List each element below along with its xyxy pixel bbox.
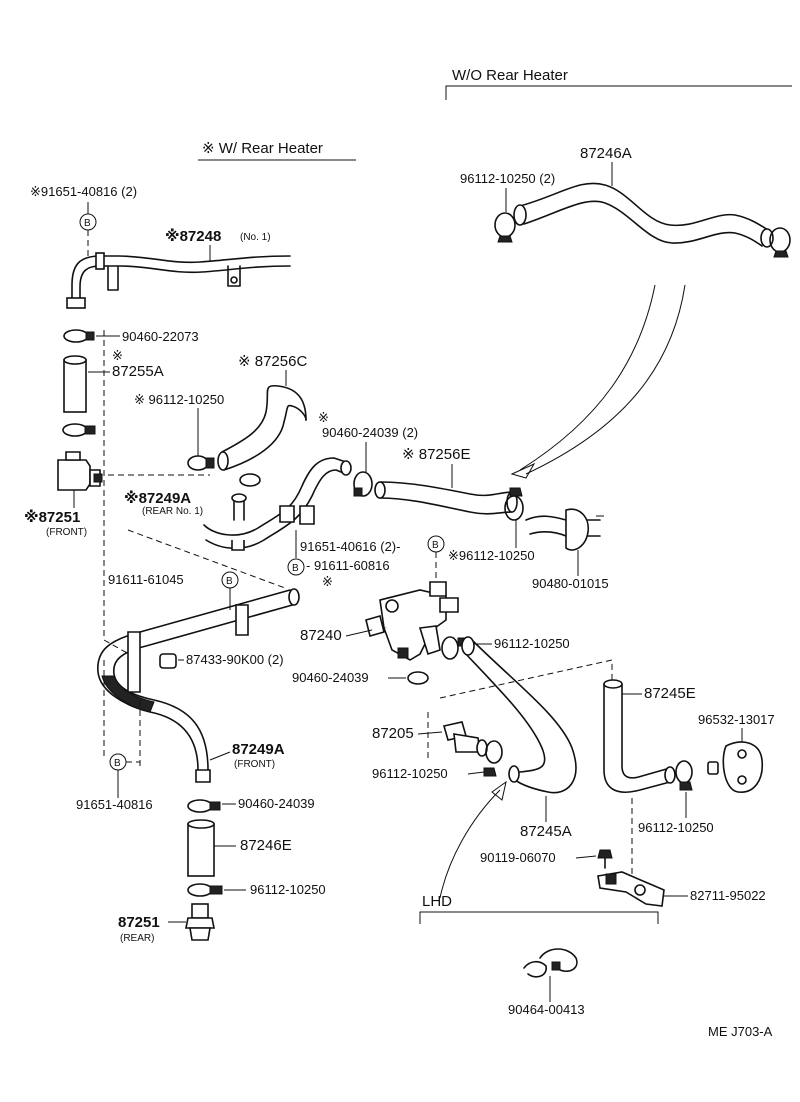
bracket-82711-95022 [597,871,665,907]
clamp-96112-10250-a [187,455,215,471]
label-91651-40816-2: ※91651-40816 (2) [30,184,137,199]
label-87249a-front-note: (FRONT) [234,759,275,770]
svg-text:B: B [84,218,91,229]
clamp-90460-24039 [407,671,429,685]
label-96112-10250-f: 96112-10250 [250,882,326,897]
clamp-96112-10250-d [483,740,503,777]
label-96532-13017: 96532-13017 [698,712,775,727]
svg-text:B: B [292,563,299,574]
clamp-90460-22073 [63,329,95,343]
label-87248: ※87248 [165,227,221,245]
label-91611-star: ※ [322,574,333,589]
pipe-87249a-front [97,588,300,783]
arrow-wo-1 [519,284,656,471]
hose-87256e [374,481,518,515]
label-87256c: ※ 87256C [238,353,307,370]
svg-text:B: B [226,576,233,587]
badge-b-mid: B [427,535,445,553]
clamp-90464-00413 [523,948,578,978]
clamp-96112-10250-top-left [494,212,516,243]
grommet-87433 [159,653,177,669]
label-87256e: ※ 87256E [402,446,470,463]
label-90464-00413: 90464-00413 [508,1002,585,1017]
arrow-wo-2 [525,284,686,475]
label-87433: 87433-90K00 (2) [186,652,284,667]
valve-87240 [365,581,459,661]
grommet-96532-13017 [707,741,763,793]
header-w-rear-heater: ※ W/ Rear Heater [202,140,323,157]
fitting-87251-front [57,451,103,491]
fitting-87251-rear [185,903,215,941]
badge-b-top: B [79,213,97,231]
label-96112-10250-b: ※96112-10250 [448,548,535,563]
clamp-90460-24039-b [187,799,221,813]
clamp-96112-10250-f [187,883,223,897]
label-96112-10250-c: 96112-10250 [494,636,570,651]
arrow-lhd [439,789,501,899]
label-82711-95022: 82711-95022 [690,888,766,903]
label-87246e: 87246E [240,837,292,854]
label-87249a-rear-note: (REAR No. 1) [142,506,203,517]
label-96112-10250-d: 96112-10250 [372,766,448,781]
hose-87255a [63,355,87,413]
label-90460-24039-2: 90460-24039 (2) [322,425,418,440]
label-91651-40616-2: 91651-40616 (2)- [300,539,400,554]
badge-b-bottom: B [109,753,127,771]
reference-code: ME J703-A [708,1024,773,1039]
hose-87246e [187,819,215,877]
header-lhd: LHD [422,893,452,910]
bracket-wo-rear-heater [445,85,792,100]
label-90460-24039: 90460-24039 [292,670,369,685]
label-87205: 87205 [372,725,414,742]
clamp-96112-10250-e [675,760,693,791]
label-96112-10250-2: 96112-10250 (2) [460,171,555,186]
badge-b-91611: B [287,558,305,576]
clamp-96112-10250-b [504,487,524,521]
label-91651-40816: 91651-40816 [76,797,153,812]
grommet-90480-01015 [525,508,604,551]
label-87245e: 87245E [644,685,696,702]
label-90460-star: ※ [318,410,329,425]
pipe-87248 [66,252,291,309]
clamp-87256c-lower [239,473,261,487]
hose-87256c [217,384,307,471]
hose-87245a [461,636,577,794]
bracket-lhd [419,911,659,924]
label-87246a: 87246A [580,145,632,162]
hose-87245e [603,679,676,794]
label-87249a-rear: ※87249A [124,489,191,507]
label-87255a-star: ※ [112,348,123,363]
badge-b-61045: B [221,571,239,589]
label-90460-22073: 90460-22073 [122,329,199,344]
label-96112-10250-e: 96112-10250 [638,820,714,835]
label-87255a: 87255A [112,363,164,380]
label-87240: 87240 [300,627,342,644]
clamp-96112-10250-top-right [769,227,791,258]
valve-87205 [442,721,488,757]
label-91611-61045: 91611-61045 [108,572,184,587]
header-wo-rear-heater: W/O Rear Heater [452,67,568,84]
label-87245a: 87245A [520,823,572,840]
svg-text:B: B [432,540,439,551]
label-87248-note: (No. 1) [240,232,271,243]
pipe-87249a-rear [203,457,352,551]
clamp-lower-87255a [62,423,96,437]
lhd-dashed-top [439,659,613,699]
svg-text:B: B [114,758,121,769]
label-87251-front: ※87251 [24,508,80,526]
label-87251-rear: 87251 [118,914,160,931]
bolt-90119-06070 [597,849,613,869]
label-87251-front-note: (FRONT) [46,527,87,538]
label-87251-rear-note: (REAR) [120,933,154,944]
label-87249a-front: 87249A [232,741,285,758]
label-90460-24039-b: 90460-24039 [238,796,315,811]
label-90480-01015: 90480-01015 [532,576,609,591]
clamp-90460-24039-2 [353,471,373,497]
label-90119-06070: 90119-06070 [480,850,556,865]
label-96112-10250-a: ※ 96112-10250 [134,392,224,407]
hose-87246a [513,182,774,248]
label-91611-60816: - 91611-60816 [306,558,390,573]
